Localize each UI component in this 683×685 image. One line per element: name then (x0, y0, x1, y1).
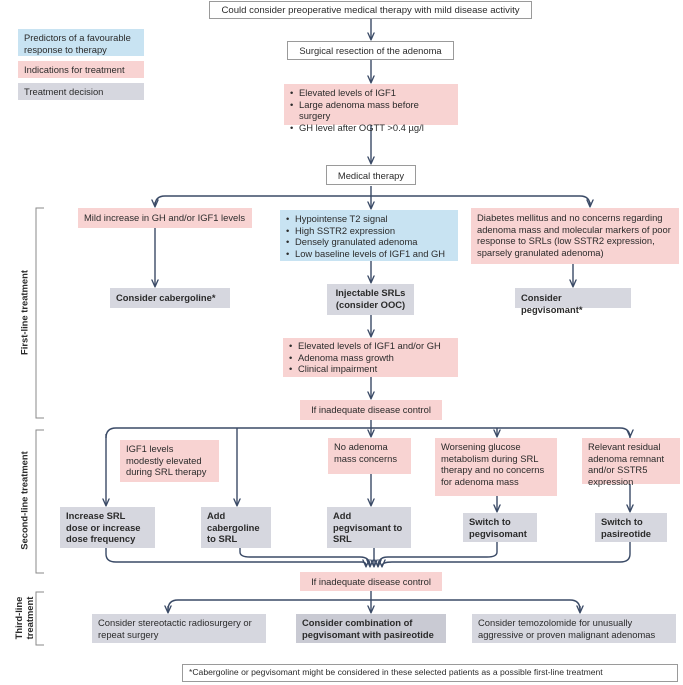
after-srl-box: Elevated levels of IGF1 and/or GH Adenom… (283, 338, 458, 377)
decision-add-pegvisomant: Add pegvisomant to SRL (327, 507, 411, 548)
arrow-converge-2 (239, 548, 370, 566)
arrow-third-branches (167, 591, 581, 611)
second-ind-igf1: IGF1 levels modestly elevated during SRL… (120, 440, 219, 482)
top-box: Could consider preoperative medical ther… (209, 1, 532, 19)
third-line-right: Consider temozolomide for unusually aggr… (472, 614, 676, 643)
bracket-first (35, 207, 44, 419)
post-surgery-box: Elevated levels of IGF1 Large adenoma ma… (284, 84, 458, 133)
section-label-second: Second-line treatment (18, 451, 30, 550)
third-line-left: Consider stereotactic radiosurgery or re… (92, 614, 266, 643)
inadequate-control-2: If inadequate disease control (300, 572, 442, 591)
legend-predictors: Predictors of a favourable response to t… (18, 29, 144, 56)
post-surgery-item: Large adenoma mass before surgery (290, 99, 452, 122)
after-srl-item: Adenoma mass growth (289, 352, 452, 364)
legend-decision: Treatment decision (18, 83, 144, 100)
after-srl-item: Clinical impairment (289, 363, 452, 375)
third-line-center: Consider combination of pegvisomant with… (296, 614, 446, 643)
predictor-item: Hypointense T2 signal (286, 213, 452, 225)
second-ind-no-mass: No adenoma mass concerns (328, 438, 411, 474)
section-label-third: Third-line treatment (13, 596, 35, 640)
decision-switch-pasireotide: Switch to pasireotide (595, 513, 667, 542)
first-left-indication: Mild increase in GH and/or IGF1 levels (78, 208, 252, 228)
arrow-second-branches (105, 420, 631, 439)
predictor-item: High SSTR2 expression (286, 225, 452, 237)
arrow-converge-1 (105, 548, 366, 566)
decision-add-cabergoline: Add cabergoline to SRL (201, 507, 271, 548)
section-label-first: First-line treatment (18, 270, 30, 355)
predictor-item: Densely granulated adenoma (286, 236, 452, 248)
after-srl-item: Elevated levels of IGF1 and/or GH (289, 340, 452, 352)
second-ind-glucose: Worsening glucose metabolism during SRL … (435, 438, 557, 496)
decision-switch-pegvisomant: Switch to pegvisomant (463, 513, 537, 542)
legend-indications: Indications for treatment (18, 61, 144, 78)
bracket-second (35, 429, 44, 574)
bracket-third (35, 591, 44, 646)
arrow-medical-branches (154, 186, 591, 207)
post-surgery-item: GH level after OGTT >0.4 µg/l (290, 122, 452, 134)
predictor-item: Low baseline levels of IGF1 and GH (286, 248, 452, 260)
medical-therapy-box: Medical therapy (326, 165, 416, 185)
post-surgery-item: Elevated levels of IGF1 (290, 87, 452, 99)
arrow-converge-5 (382, 542, 631, 566)
decision-injectable-srls: Injectable SRLs (consider OOC) (327, 284, 414, 315)
decision-cabergoline: Consider cabergoline* (110, 288, 230, 308)
footnote: *Cabergoline or pegvisomant might be con… (182, 664, 678, 682)
decision-increase-srl: Increase SRL dose or increase dose frequ… (60, 507, 155, 548)
first-right-indication: Diabetes mellitus and no concerns regard… (471, 208, 679, 264)
first-center-predictors: Hypointense T2 signal High SSTR2 express… (280, 210, 458, 261)
inadequate-control-1: If inadequate disease control (300, 400, 442, 420)
surgical-box: Surgical resection of the adenoma (287, 41, 454, 60)
second-ind-residual: Relevant residual adenoma remnant and/or… (582, 438, 680, 487)
decision-pegvisomant: Consider pegvisomant* (515, 288, 631, 315)
